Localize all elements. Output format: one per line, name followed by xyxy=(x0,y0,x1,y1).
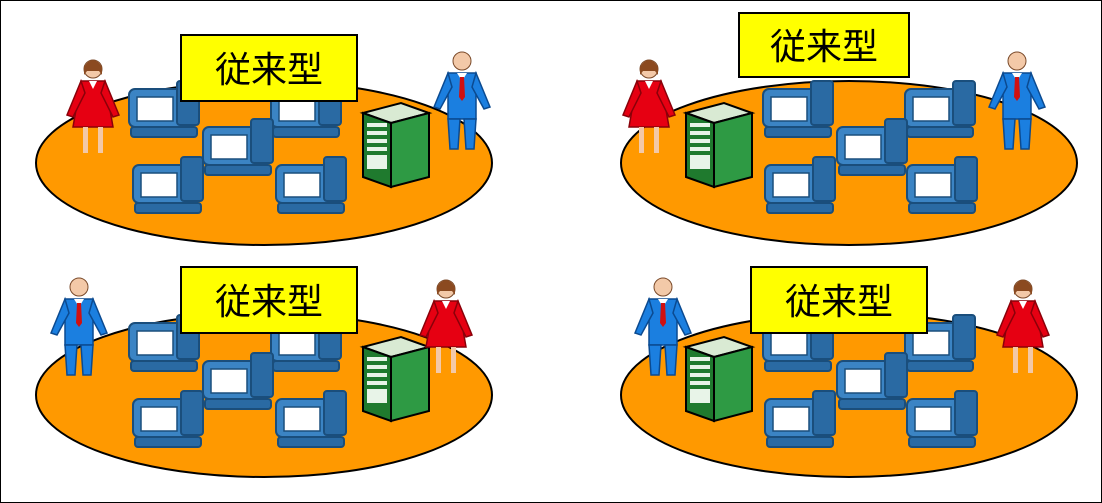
computer-icon xyxy=(132,156,204,214)
cluster-2: 従来型 xyxy=(620,12,1078,246)
cluster-label: 従来型 xyxy=(785,282,893,323)
cluster-label-box xyxy=(180,34,358,102)
cluster-label: 従来型 xyxy=(770,27,878,68)
computer-icon xyxy=(764,156,836,214)
computer-icon xyxy=(762,80,834,138)
server-icon xyxy=(362,336,430,422)
cluster-label: 従来型 xyxy=(215,50,323,91)
computer-icon xyxy=(906,156,978,214)
cluster-4: 従来型 xyxy=(620,266,1078,478)
computer-icon xyxy=(836,118,908,176)
computer-icon xyxy=(132,390,204,448)
server-icon xyxy=(685,336,753,422)
computer-icon xyxy=(836,352,908,410)
server-icon xyxy=(685,102,753,188)
computer-icon xyxy=(202,118,274,176)
computer-icon xyxy=(906,390,978,448)
cluster-label-box xyxy=(180,266,358,334)
computer-icon xyxy=(904,80,976,138)
cluster-label-box xyxy=(750,266,928,334)
cluster-1: 従来型 xyxy=(35,34,493,246)
computer-icon xyxy=(275,156,347,214)
computer-icon xyxy=(202,352,274,410)
computer-icon xyxy=(275,390,347,448)
cluster-label: 従来型 xyxy=(215,282,323,323)
server-icon xyxy=(362,102,430,188)
cluster-label-box xyxy=(738,12,910,78)
cluster-3: 従来型 xyxy=(35,266,493,478)
computer-icon xyxy=(764,390,836,448)
